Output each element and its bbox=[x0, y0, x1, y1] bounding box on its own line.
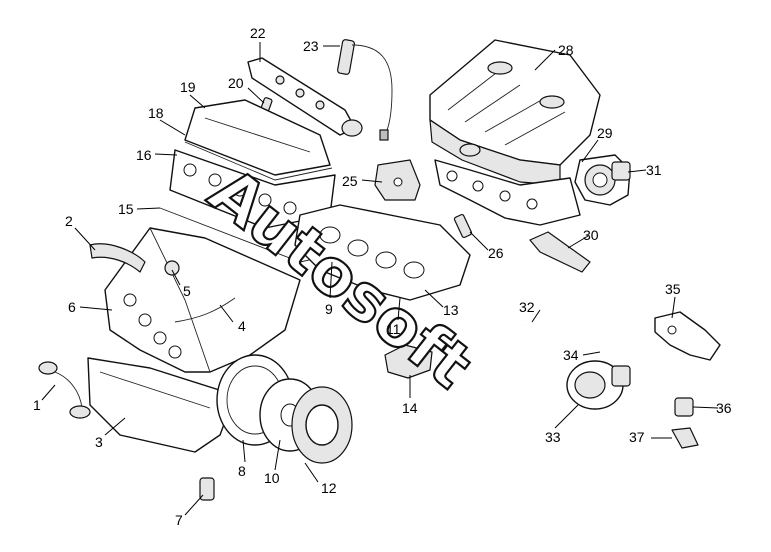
part-28-engine-cover bbox=[429, 39, 601, 186]
part-14-housing bbox=[384, 344, 433, 379]
part-7-sensor bbox=[199, 477, 215, 501]
part-2-pipe bbox=[89, 243, 146, 273]
part-18-gasket bbox=[184, 141, 333, 181]
callout-labels: 1 2 3 4 5 6 7 8 9 10 11 12 13 14 15 16 1… bbox=[33, 25, 732, 528]
part-35-bracket bbox=[654, 311, 721, 361]
part-34-hose bbox=[604, 348, 666, 398]
part-30-bracket bbox=[529, 231, 591, 273]
callout-37: 37 bbox=[629, 429, 645, 445]
callout-20: 20 bbox=[228, 75, 244, 91]
part-3-oil-pan bbox=[87, 357, 236, 453]
callout-16: 16 bbox=[136, 147, 152, 163]
part-4-dipstick-tube bbox=[174, 297, 236, 323]
callout-26: 26 bbox=[488, 245, 504, 261]
part-12-pressure-plate bbox=[291, 386, 353, 464]
callout-leaders bbox=[41, 42, 719, 516]
part-37-clip bbox=[671, 427, 699, 449]
callout-14: 14 bbox=[402, 400, 418, 416]
callout-15: 15 bbox=[118, 201, 134, 217]
callout-11: 11 bbox=[386, 321, 401, 337]
callout-1: 1 bbox=[33, 397, 41, 413]
part-22-fuel-rail bbox=[247, 57, 363, 137]
callout-2: 2 bbox=[65, 213, 73, 229]
callout-4: 4 bbox=[238, 318, 246, 334]
callout-25: 25 bbox=[342, 173, 358, 189]
part-19-valve-cover bbox=[184, 99, 331, 176]
part-26-sensor bbox=[453, 213, 473, 239]
callout-29: 29 bbox=[597, 125, 613, 141]
callout-13: 13 bbox=[443, 302, 459, 318]
callout-10: 10 bbox=[264, 470, 280, 486]
callout-19: 19 bbox=[180, 79, 196, 95]
callout-12: 12 bbox=[321, 480, 337, 496]
part-36-fitting bbox=[674, 397, 694, 417]
callout-34: 34 bbox=[563, 347, 579, 363]
callout-7: 7 bbox=[175, 512, 183, 528]
part-23-sensor-cable bbox=[337, 39, 393, 141]
cylinder-head-assembly bbox=[434, 159, 581, 226]
part-33-air-pump bbox=[566, 360, 631, 410]
callout-35: 35 bbox=[665, 281, 681, 297]
callout-33: 33 bbox=[545, 429, 561, 445]
callout-3: 3 bbox=[95, 434, 103, 450]
callout-9: 9 bbox=[325, 301, 333, 317]
callout-6: 6 bbox=[68, 299, 76, 315]
callout-22: 22 bbox=[250, 25, 266, 41]
callout-30: 30 bbox=[583, 227, 599, 243]
callout-23: 23 bbox=[303, 38, 319, 54]
part-9-intake-manifold bbox=[294, 204, 471, 301]
part-29-31-pump bbox=[574, 154, 631, 206]
part-1-oil-pickup bbox=[38, 361, 91, 419]
callout-5: 5 bbox=[183, 283, 191, 299]
callout-18: 18 bbox=[148, 105, 164, 121]
part-25-bracket bbox=[374, 159, 421, 201]
part-32-hose bbox=[523, 303, 636, 327]
callout-28: 28 bbox=[558, 42, 574, 58]
callout-8: 8 bbox=[238, 463, 246, 479]
callout-36: 36 bbox=[716, 400, 732, 416]
callout-32: 32 bbox=[519, 299, 535, 315]
callout-31: 31 bbox=[646, 162, 662, 178]
part-5-plug bbox=[164, 260, 180, 276]
